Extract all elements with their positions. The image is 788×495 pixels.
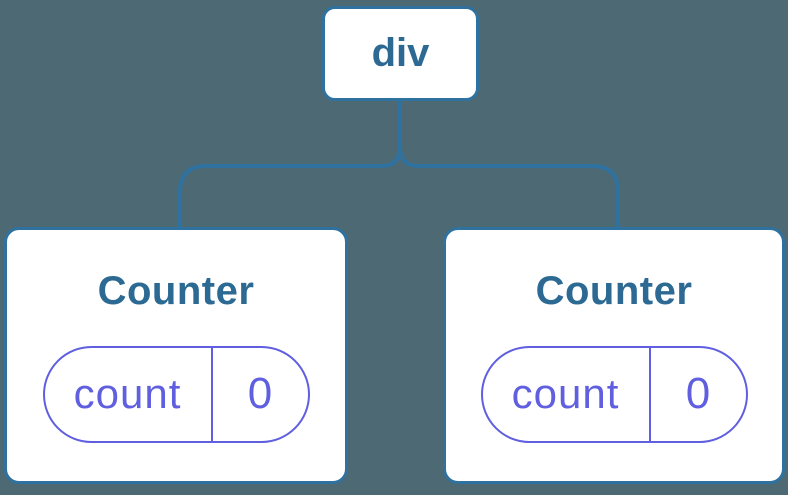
connector-right-branch (398, 101, 620, 228)
state-value: 0 (247, 369, 273, 418)
state-value: 0 (685, 369, 711, 418)
state-pill: count 0 (42, 345, 310, 443)
counter-card-right: Counter count 0 (443, 227, 785, 484)
counter-title: Counter (535, 268, 693, 313)
state-pill: count 0 (480, 345, 748, 443)
state-key: count (45, 347, 213, 441)
root-node: div (322, 6, 479, 101)
state-key: count (483, 347, 651, 441)
counter-card-left: Counter count 0 (4, 227, 348, 484)
connector-left-branch (178, 101, 402, 228)
counter-title: Counter (97, 268, 255, 313)
root-node-label: div (371, 31, 430, 75)
